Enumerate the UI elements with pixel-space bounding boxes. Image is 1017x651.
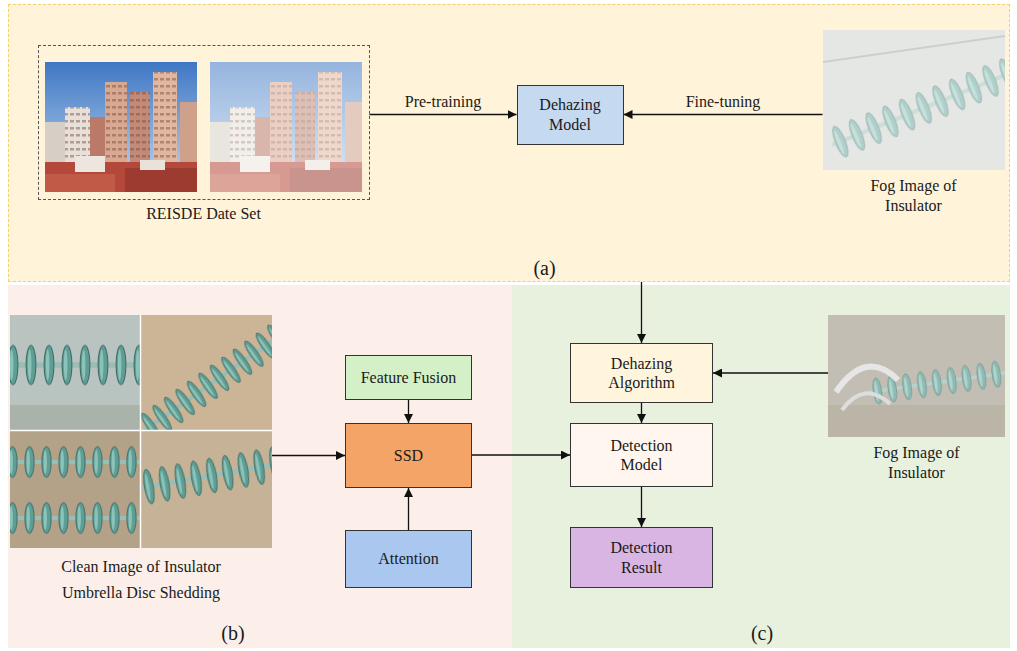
process-box: Feature Fusion bbox=[345, 355, 472, 400]
process-box: Dehazing Model bbox=[517, 85, 624, 145]
image-caption: Fog Image of Insulator bbox=[862, 443, 972, 483]
process-box: SSD bbox=[345, 423, 472, 488]
node-label: Dehazing Algorithm bbox=[602, 354, 682, 392]
process-box: Detection Result bbox=[570, 527, 713, 588]
arrow-connector bbox=[408, 400, 409, 423]
edge-label: Fine-tuning bbox=[686, 91, 761, 110]
process-box: Attention bbox=[345, 530, 472, 588]
photo-node: Fog Image of Insulator bbox=[823, 30, 1005, 170]
node-label: Attention bbox=[378, 549, 438, 568]
node-label: Dehazing Model bbox=[524, 95, 617, 133]
image-group: REISDE Date Set bbox=[38, 45, 370, 200]
panel-label: (c) bbox=[751, 623, 773, 643]
fog-insulator-photo bbox=[828, 315, 1005, 437]
arrow-connector bbox=[713, 372, 828, 373]
process-box: Detection Model bbox=[570, 423, 713, 487]
arrow-connector bbox=[624, 114, 823, 115]
arrow-connector bbox=[472, 454, 570, 455]
node-label: Feature Fusion bbox=[361, 368, 457, 387]
edge-label: Pre-training bbox=[405, 91, 481, 110]
node-label: Detection Model bbox=[602, 436, 682, 474]
panel-region: (c) Dehazing AlgorithmDetection Model Fog … bbox=[512, 285, 1010, 648]
arrow-connector bbox=[641, 403, 642, 423]
panel-label: (b) bbox=[221, 623, 244, 643]
clean-insulator-collage bbox=[4, 315, 333, 548]
arrow-connector bbox=[272, 455, 345, 456]
panel-region: (b) Clean Image of Insulator Umbrella Dis… bbox=[8, 285, 512, 648]
arrow-connector bbox=[408, 488, 409, 530]
arrow-connector bbox=[641, 487, 642, 527]
panel-label: (a) bbox=[533, 258, 555, 278]
photo-node: Clean Image of Insulator Umbrella Disc S… bbox=[10, 315, 272, 548]
process-box: Dehazing Algorithm bbox=[570, 343, 713, 403]
arrow-connector bbox=[370, 114, 517, 115]
node-label: Detection Result bbox=[602, 538, 682, 576]
arrow-connector bbox=[641, 282, 642, 343]
photo-node: Fog Image of Insulator bbox=[828, 315, 1005, 437]
node-label: SSD bbox=[394, 446, 423, 465]
fog-insulator-photo bbox=[823, 30, 1005, 170]
image-caption: Fog Image of Insulator bbox=[854, 176, 974, 216]
image-caption: Clean Image of Insulator Umbrella Disc S… bbox=[36, 554, 246, 605]
city-photo-pair bbox=[45, 62, 362, 192]
image-caption: REISDE Date Set bbox=[44, 204, 364, 224]
panel-region: (a)REISDE Date SetDehazing ModelFog Imag… bbox=[8, 4, 1010, 282]
